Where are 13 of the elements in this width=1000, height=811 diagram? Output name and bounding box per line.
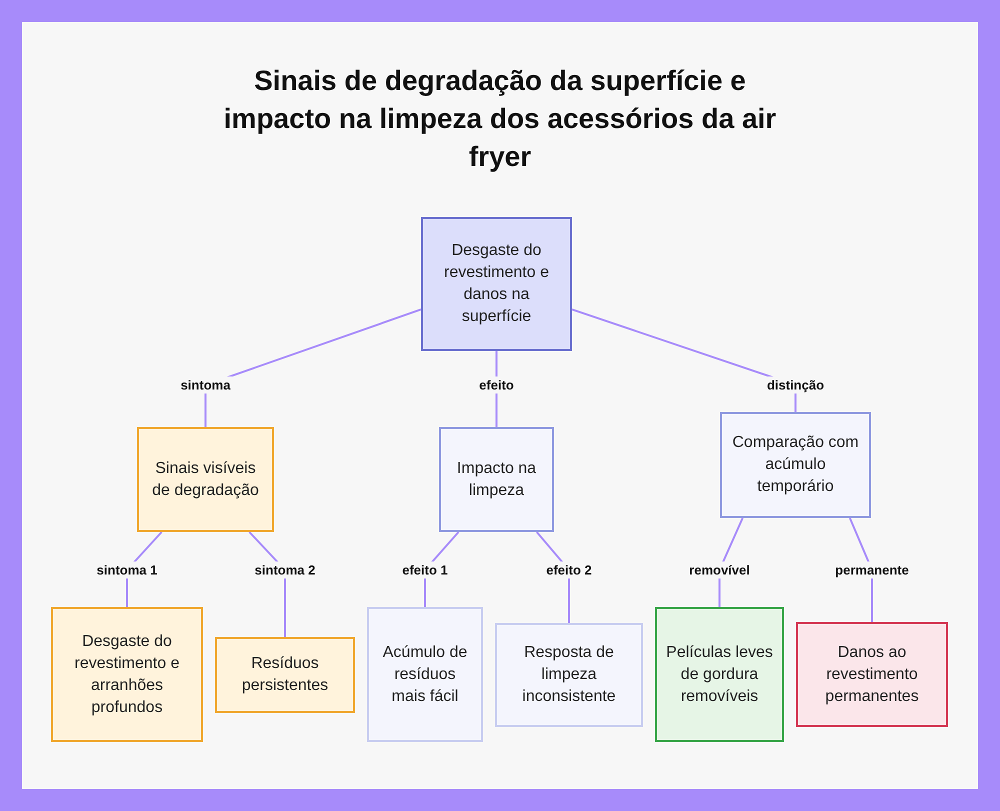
concept-box: Impacto na limpeza bbox=[439, 427, 554, 532]
connector-line bbox=[204, 308, 422, 427]
connector-line bbox=[572, 308, 796, 412]
concept-box: Sinais visíveis de degradação bbox=[137, 427, 274, 532]
diagram-title: Sinais de degradação da superfície e impacto na limpeza dos acessórios da air fryer bbox=[222, 64, 778, 174]
concept-box: Danos ao revestimento permanentes bbox=[796, 622, 948, 727]
concept-box: Resíduos persistentes bbox=[215, 637, 355, 713]
concept-box: Desgaste do revestimento e arranhões profundos bbox=[51, 607, 203, 742]
concept-box: Acúmulo de resíduos mais fácil bbox=[367, 607, 483, 742]
concept-box: Resposta de limpeza inconsistente bbox=[495, 623, 643, 727]
concept-box: Comparação com acúmulo temporário bbox=[720, 412, 871, 518]
concept-box: Desgaste do revestimento e danos na superfície bbox=[421, 217, 572, 351]
concept-box: Películas leves de gordura removíveis bbox=[655, 607, 784, 742]
